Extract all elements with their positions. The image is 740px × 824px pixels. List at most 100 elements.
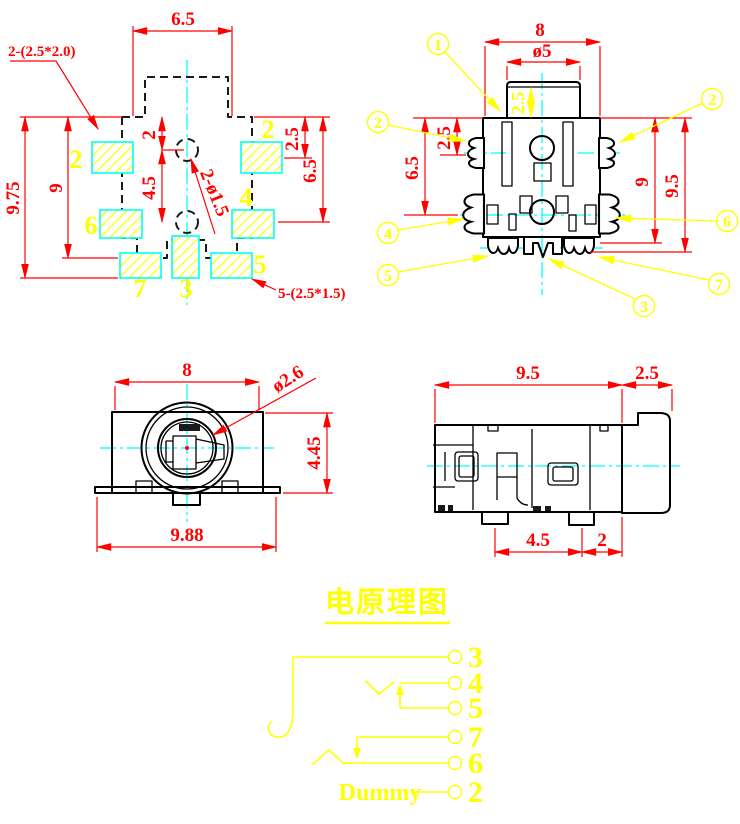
front-center-pin — [523, 236, 563, 258]
dim-face-plug-dia: ø2.6 — [268, 362, 307, 398]
callout-2-right: 2 — [618, 87, 724, 143]
pad-label-4: 4 — [240, 183, 253, 212]
dim-front-left-top: 2.5 — [434, 126, 455, 150]
pad-7 — [119, 252, 162, 279]
dim-front-boss-dia: ø5 — [533, 41, 552, 62]
dummy-label: Dummy — [339, 780, 422, 806]
pin-label-3: 3 — [468, 641, 483, 674]
dim-front-width: 8 — [535, 20, 545, 41]
clip-upper-left — [467, 137, 485, 169]
terminal-5 — [447, 700, 463, 716]
pad-5 — [210, 252, 253, 279]
svg-text:6: 6 — [723, 214, 731, 231]
pad-label-6: 6 — [85, 211, 98, 240]
schematic-title: 电原理图 — [325, 585, 449, 619]
side-leg-right — [568, 511, 595, 526]
dim-front-left-side: 6.5 — [402, 156, 423, 180]
dim-face-width: 8 — [182, 360, 192, 381]
clip-mid-right — [597, 193, 621, 235]
pin-label-4: 4 — [468, 667, 483, 700]
callout-6: 6 — [614, 209, 739, 233]
svg-text:1: 1 — [434, 37, 442, 54]
pin-label-5: 5 — [468, 692, 483, 725]
callout-5: 5 — [376, 254, 490, 287]
callout-2-left: 2 — [366, 110, 467, 142]
callout-1: 1 — [426, 32, 501, 113]
svg-text:7: 7 — [715, 277, 723, 294]
terminal-3 — [447, 649, 463, 665]
dim-face-total-width: 9.88 — [170, 525, 203, 546]
pad-label-3: 3 — [180, 274, 193, 303]
face-ring-outer — [140, 401, 234, 495]
pad-label-2-left: 2 — [70, 145, 83, 174]
face-plug-body — [172, 435, 197, 470]
front-window — [533, 162, 552, 182]
front-view: 8 ø5 2.5 2.5 6.5 9 9.5 1 2 — [366, 20, 739, 318]
front-body — [482, 117, 601, 238]
pin-label-6: 6 — [468, 747, 483, 780]
side-body — [434, 424, 623, 513]
pin-label-7: 7 — [468, 721, 483, 754]
pad-6 — [99, 209, 143, 239]
front-slot-right — [562, 121, 574, 187]
dim-side-leg-pitch: 4.5 — [526, 530, 550, 551]
side-contact-mid — [547, 462, 579, 486]
dim-face-height: 4.45 — [304, 436, 325, 469]
dim-footprint-left-outer: 9.75 — [3, 181, 24, 214]
terminal-7 — [447, 729, 463, 745]
svg-text:5: 5 — [384, 268, 392, 285]
down-arrow-icon — [353, 748, 361, 759]
note-bottom-pads: 5-(2.5*1.5) — [278, 286, 346, 302]
pad-label-2-right: 2 — [262, 115, 275, 144]
footprint-view: 2 2 6 4 7 3 5 6.5 2-(2.5*2.0) 9.75 9 2 4… — [3, 9, 346, 305]
callout-3: 3 — [547, 258, 656, 318]
front-slot-left — [501, 121, 513, 187]
dim-footprint-top: 6.5 — [171, 9, 195, 30]
face-view: 8 ø2.6 4.45 9.88 — [94, 360, 333, 552]
dim-side-body: 9.5 — [516, 363, 540, 384]
dim-front-right-outer: 9.5 — [662, 174, 683, 198]
callout-7: 7 — [597, 256, 731, 296]
clip-mid-left — [462, 193, 486, 235]
face-plug-tip — [195, 438, 225, 464]
side-cap — [621, 412, 671, 514]
dim-front-right-inner: 9 — [632, 177, 653, 187]
dim-footprint-right-top: 2.5 — [282, 127, 303, 151]
front-boss — [506, 81, 581, 119]
clip-upper-right — [598, 137, 616, 169]
face-ring-inner — [157, 418, 217, 478]
svg-text:3: 3 — [640, 299, 648, 316]
clip-bottom-right — [563, 237, 595, 255]
dim-front-boss-height: 2.5 — [508, 92, 528, 115]
dim-hole-top: 2 — [139, 130, 160, 140]
svg-text:2: 2 — [708, 92, 716, 109]
side-leg-left — [481, 511, 509, 525]
up-arrow-icon — [396, 684, 404, 695]
side-view: 9.5 2.5 4.5 2 — [427, 363, 680, 557]
front-hole-mid — [529, 199, 555, 225]
mount-hole-bottom — [175, 210, 199, 234]
side-column — [496, 452, 518, 478]
pad-3 — [171, 235, 200, 279]
pad-2-left — [91, 141, 134, 174]
face-key-slot — [179, 424, 200, 431]
clip-bottom-left — [487, 237, 519, 255]
schematic: 电原理图 Dummy 3 4 5 7 6 2 — [267, 585, 483, 809]
mount-hole-top — [175, 138, 199, 162]
dim-hole-pitch: 4.5 — [139, 176, 160, 200]
ring-contact-wire — [312, 749, 449, 765]
note-top-pads: 2-(2.5*2.0) — [8, 44, 76, 60]
dim-side-leg-end: 2 — [597, 530, 607, 551]
pad-2-right — [240, 141, 283, 174]
terminal-4 — [447, 675, 463, 691]
terminal-2 — [447, 784, 463, 800]
tip-switch-wires — [399, 682, 449, 709]
dim-side-cap: 2.5 — [635, 363, 659, 384]
pad-4 — [231, 209, 275, 239]
ring-switch-wires — [356, 736, 449, 750]
terminal-6 — [447, 755, 463, 771]
callout-4: 4 — [376, 217, 465, 245]
pad-label-7: 7 — [134, 274, 147, 303]
